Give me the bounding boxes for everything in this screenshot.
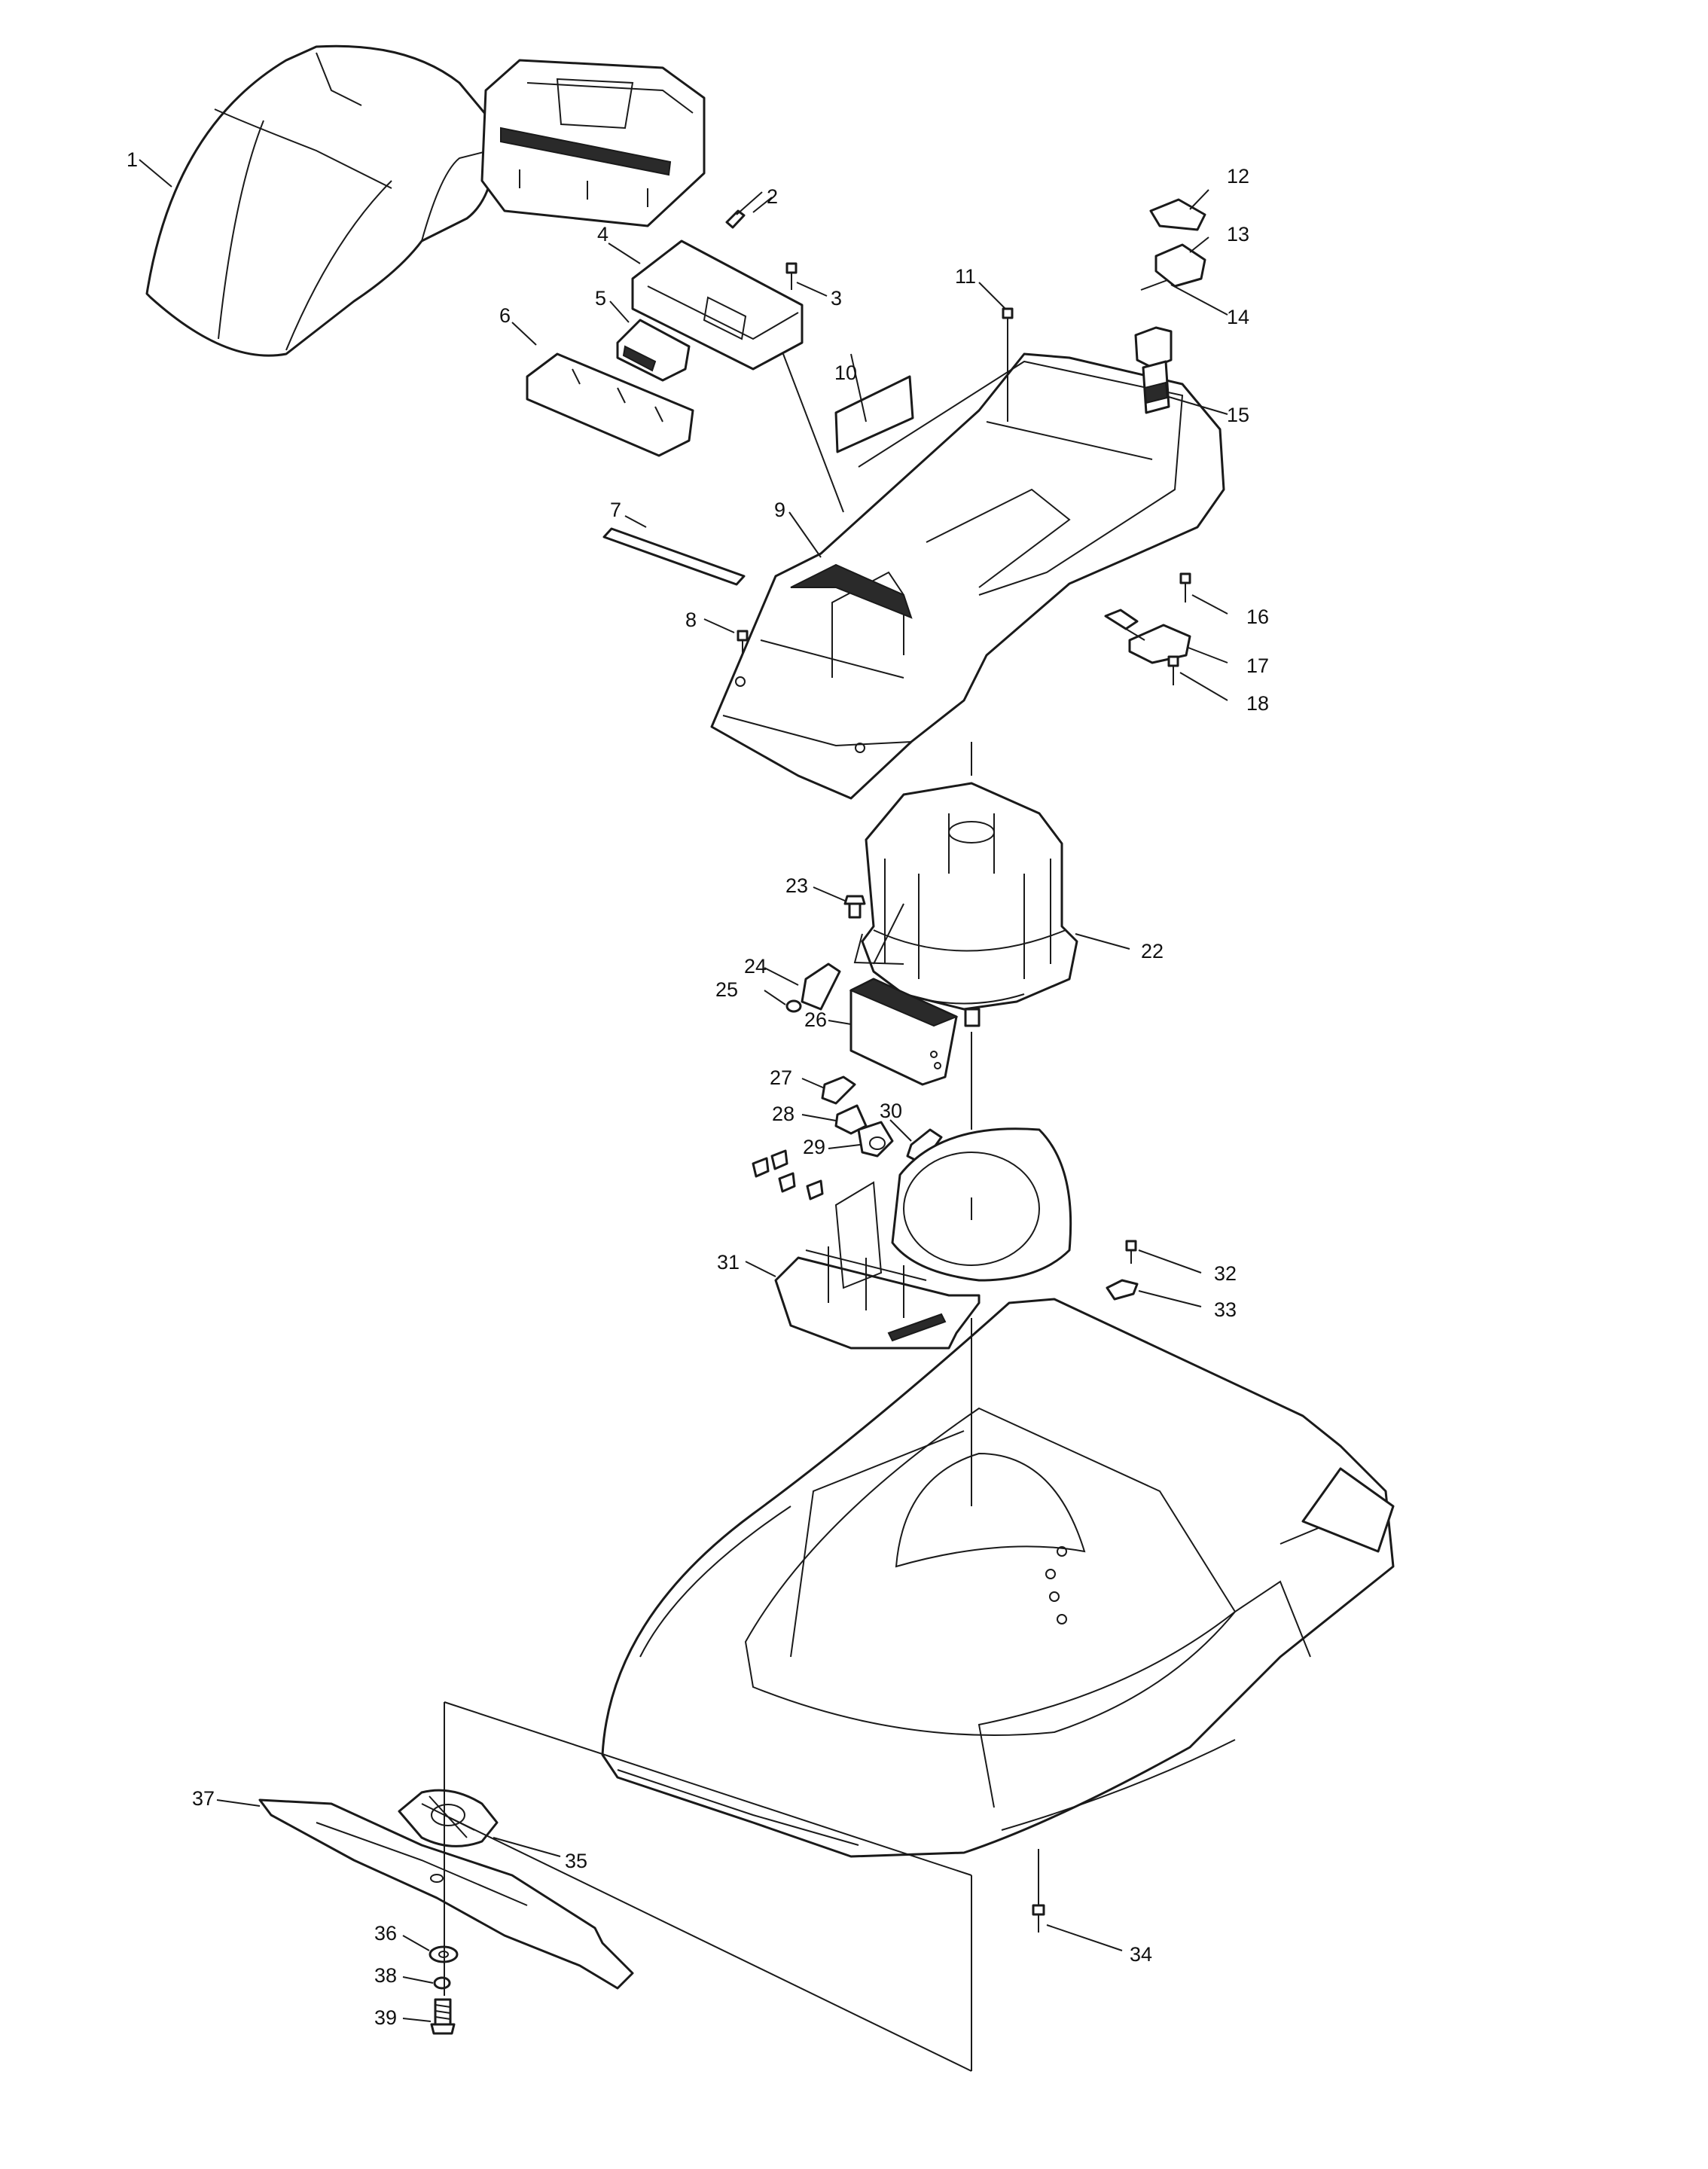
callout-33: 33 — [1214, 1298, 1237, 1321]
part-2-screw — [725, 191, 763, 229]
callout-4: 4 — [597, 223, 608, 246]
callout-30: 30 — [880, 1100, 902, 1122]
callout-25: 25 — [715, 978, 738, 1001]
callout-32: 32 — [1214, 1262, 1237, 1285]
part-35-blade-adaptor — [398, 1789, 499, 1847]
small-pins — [752, 1149, 824, 1200]
part-22-motor — [861, 782, 1078, 1027]
part-4-battery-cover — [631, 239, 804, 371]
callout-3: 3 — [831, 287, 842, 310]
part-24-sleeve — [801, 962, 841, 1011]
callout-37: 37 — [192, 1787, 215, 1810]
part-11-screw — [1002, 307, 1014, 331]
callout-8: 8 — [685, 609, 697, 631]
callout-15: 15 — [1227, 404, 1249, 426]
part-8-screw — [737, 630, 749, 655]
callout-28: 28 — [772, 1103, 795, 1125]
callout-23: 23 — [785, 874, 808, 897]
callout-31: 31 — [717, 1251, 740, 1274]
callout-11: 11 — [955, 265, 976, 288]
callout-39: 39 — [374, 2006, 397, 2029]
callout-22: 22 — [1141, 940, 1164, 962]
part-27-bushing — [821, 1075, 856, 1105]
callout-2: 2 — [767, 185, 778, 208]
callout-7: 7 — [610, 499, 621, 521]
part-7-label — [602, 527, 746, 586]
part-18-screw — [1167, 655, 1179, 685]
part-31-base-housing — [774, 1181, 981, 1350]
motor-mount-ring — [891, 1127, 1072, 1282]
part-12-cap — [1149, 198, 1206, 231]
callout-27: 27 — [770, 1066, 792, 1089]
callout-14: 14 — [1227, 306, 1249, 328]
assembly-guide-lines — [444, 331, 1039, 2072]
callout-1: 1 — [127, 148, 138, 171]
part-26-control-board — [849, 978, 959, 1086]
callout-36: 36 — [374, 1922, 397, 1945]
part-23-screw — [843, 895, 866, 919]
part-1-grass-box-cover — [145, 44, 499, 357]
part-16-screw — [1179, 572, 1191, 602]
leader-lines — [139, 159, 1228, 2022]
callout-34: 34 — [1130, 1943, 1152, 1966]
callout-26: 26 — [804, 1008, 827, 1031]
callout-29: 29 — [803, 1136, 825, 1158]
part-39-bolt — [430, 1998, 456, 2035]
callout-6: 6 — [499, 304, 511, 327]
part-29-washer — [857, 1121, 894, 1158]
part-10-label — [834, 375, 914, 453]
callout-16: 16 — [1246, 606, 1269, 628]
part-37-blade — [258, 1798, 634, 1990]
mower-deck — [601, 1298, 1395, 1858]
part-3-screw — [785, 262, 798, 290]
callout-24: 24 — [744, 955, 767, 978]
part-14-spring — [1140, 279, 1168, 291]
callout-12: 12 — [1227, 165, 1249, 188]
callout-38: 38 — [374, 1964, 397, 1987]
part-5-terminal — [616, 319, 691, 382]
part-34-screw — [1032, 1904, 1045, 1933]
callout-35: 35 — [565, 1850, 587, 1872]
callout-10: 10 — [834, 362, 857, 384]
callout-labels: 1 2 3 4 5 6 7 8 9 10 11 12 13 14 15 16 1… — [127, 148, 1269, 2029]
callout-5: 5 — [595, 287, 606, 310]
callout-13: 13 — [1227, 223, 1249, 246]
part-17-latch-bracket — [1104, 609, 1191, 664]
part-9-upper-housing — [710, 352, 1225, 800]
battery-housing-top — [480, 59, 706, 227]
part-32-screw — [1125, 1240, 1137, 1264]
callout-18: 18 — [1246, 692, 1269, 715]
part-13-switch-base — [1154, 243, 1206, 288]
part-33-clip — [1106, 1279, 1139, 1301]
callout-9: 9 — [774, 499, 785, 521]
part-38-washer — [433, 1976, 451, 1990]
callout-17: 17 — [1246, 654, 1269, 677]
part-6-bracket — [526, 352, 694, 457]
part-25-nut — [785, 999, 802, 1013]
part-15-safety-key — [1134, 326, 1173, 414]
